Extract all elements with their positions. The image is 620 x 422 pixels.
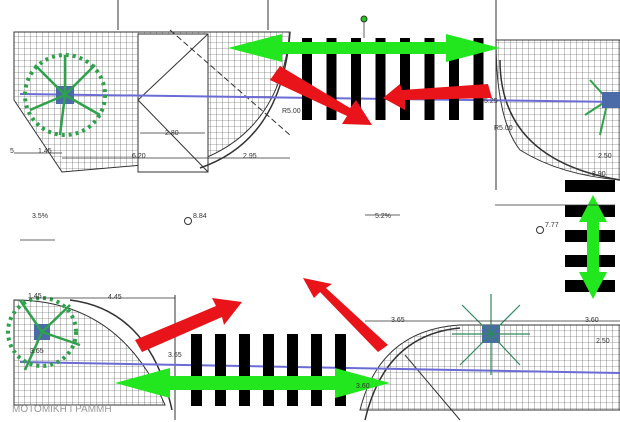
tree-bottom-right xyxy=(452,294,530,375)
tree-top-left xyxy=(23,53,107,137)
crosswalk-stripe xyxy=(400,38,410,120)
dim-4-45: 4.45 xyxy=(108,294,122,301)
dim-r5-00-left: R5.00 xyxy=(282,108,301,115)
crosswalk-stripe xyxy=(239,334,250,406)
tree-bottom-left xyxy=(6,296,81,371)
crosswalk-stripe xyxy=(311,334,322,406)
building-line-label: ΜΟΤΟΜΙΚΗ ΓΡΑΜΜΗ xyxy=(12,404,112,415)
pedestrian-arrow-bottom xyxy=(115,368,390,398)
paving-top-right xyxy=(495,0,620,190)
crosswalk-top xyxy=(302,38,484,120)
slope-left: 3.5% xyxy=(32,213,48,220)
level-marker-icon xyxy=(184,217,192,225)
elevation-right: 7.77 xyxy=(545,222,559,229)
crosswalk-stripe xyxy=(263,334,274,406)
crosswalk-stripe xyxy=(191,334,202,406)
pedestrian-arrow-right xyxy=(579,195,607,299)
dim-6-20: 6.20 xyxy=(132,153,146,160)
dim-5: 5 xyxy=(10,148,14,155)
dim-8-90: 8.90 xyxy=(592,171,606,178)
dim-3-60-mid: 3.60 xyxy=(356,383,370,390)
crosswalk-stripe xyxy=(351,38,361,120)
crosswalk-stripe xyxy=(375,38,386,120)
vehicle-arrow-4 xyxy=(303,278,388,352)
dim-1-45-bottom: 1.45 xyxy=(28,293,42,300)
crosswalk-stripe xyxy=(565,180,615,192)
dim-3-60-right: 3.60 xyxy=(585,317,599,324)
vehicle-arrow-1 xyxy=(270,66,372,125)
paving-bottom-left xyxy=(13,295,176,420)
dim-3-65-right: 3.65 xyxy=(391,317,405,324)
crosswalk-bottom xyxy=(191,334,346,406)
level-marker-icon xyxy=(536,226,544,234)
dimension-lines xyxy=(14,132,620,322)
crosswalk-stripe xyxy=(424,38,435,120)
dim-2-95: 2.95 xyxy=(243,153,257,160)
dim-3-65-tree: 3.65 xyxy=(30,348,44,355)
slope-right: 5.2% xyxy=(375,213,391,220)
dim-r5-00-right: R5.00 xyxy=(494,125,513,132)
elevation-center: 8.84 xyxy=(193,213,207,220)
dim-2-80: 2.80 xyxy=(165,130,179,137)
dim-2-50: 2.50 xyxy=(598,153,612,160)
vehicle-arrow-3 xyxy=(135,298,242,352)
dim-5-25: 5.25 xyxy=(484,98,498,105)
crosswalk-stripe xyxy=(326,38,337,120)
tree-top-right xyxy=(584,79,620,136)
dim-2-50-bottom: 2.50 xyxy=(596,338,610,345)
pedestrian-arrow-top xyxy=(228,34,500,62)
crosswalk-stripe xyxy=(287,334,298,406)
crosswalk-stripe xyxy=(473,38,484,120)
crosswalk-stripe xyxy=(449,38,459,120)
vehicle-arrow-2 xyxy=(383,84,492,110)
crosswalk-stripe xyxy=(215,334,226,406)
paving-top-left xyxy=(13,0,291,173)
crosswalk-stripe xyxy=(302,38,312,120)
selection-handle xyxy=(360,15,368,23)
dim-1-45: 1.45 xyxy=(38,148,52,155)
dim-3-65-left: 3.65 xyxy=(168,352,182,359)
